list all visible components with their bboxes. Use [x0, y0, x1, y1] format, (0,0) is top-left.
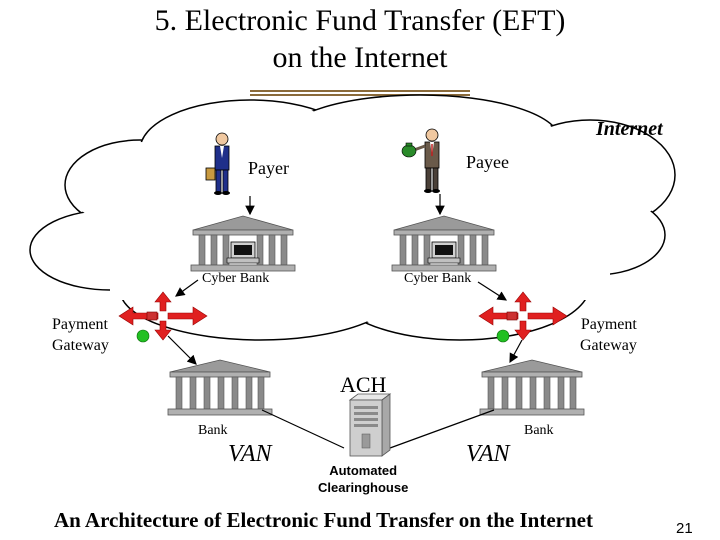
van-right-label: VAN: [466, 441, 510, 467]
payee-person-icon: [413, 128, 440, 193]
bank-right-label: Bank: [524, 423, 554, 438]
gateway-left-to-bank-arrow: [167, 335, 197, 365]
payment-gateway-right-line-2: Gateway: [580, 337, 637, 354]
clearinghouse-label: Automated Clearinghouse: [318, 462, 408, 496]
cyber-bank-right-icon: [391, 215, 497, 272]
ach-label: ACH: [340, 372, 387, 397]
cyber-bank-left-label: Cyber Bank: [202, 271, 270, 286]
bank-left-label: Bank: [198, 423, 228, 438]
van-left-label: VAN: [228, 441, 272, 467]
clearinghouse-server-icon: [348, 393, 392, 457]
page-number: 21: [676, 520, 693, 537]
gateway-right-to-bank-arrow: [509, 339, 523, 364]
slide-title: 5. Electronic Fund Transfer (EFT) on the…: [0, 2, 720, 76]
payment-gateway-left-line-2: Gateway: [52, 337, 109, 354]
payment-gateway-right-icon: [478, 291, 568, 343]
cyber-bank-right-label: Cyber Bank: [404, 271, 472, 286]
figure-caption: An Architecture of Electronic Fund Trans…: [54, 508, 593, 532]
clearinghouse-line-2: Clearinghouse: [318, 480, 409, 495]
title-line-1: 5. Electronic Fund Transfer (EFT): [154, 4, 566, 37]
cyberbank-right-to-gateway-arrow: [477, 281, 508, 301]
bank-right-icon: [479, 359, 585, 416]
bank-left-to-ach-line: [261, 409, 345, 449]
title-underline: [250, 90, 470, 98]
bank-left-icon: [167, 359, 273, 416]
payment-gateway-left-icon: [118, 291, 208, 343]
payer-person-icon: [205, 132, 230, 195]
payment-gateway-left-line-1: Payment: [52, 316, 108, 333]
cyberbank-left-to-gateway-arrow: [175, 279, 199, 297]
payer-label: Payer: [248, 158, 289, 178]
money-bag-icon: [401, 142, 417, 158]
payment-gateway-left-label: Payment Gateway: [52, 314, 109, 356]
internet-label: Internet: [596, 118, 663, 140]
internet-cloud: [29, 94, 676, 341]
cyber-bank-left-icon: [190, 215, 296, 272]
payment-gateway-right-label: Payment Gateway: [580, 314, 637, 356]
payment-gateway-right-line-1: Payment: [580, 316, 637, 333]
ach-to-bank-right-line: [389, 409, 495, 449]
payee-label: Payee: [466, 152, 509, 172]
title-line-2: on the Internet: [272, 41, 448, 74]
clearinghouse-line-1: Automated: [329, 463, 398, 478]
